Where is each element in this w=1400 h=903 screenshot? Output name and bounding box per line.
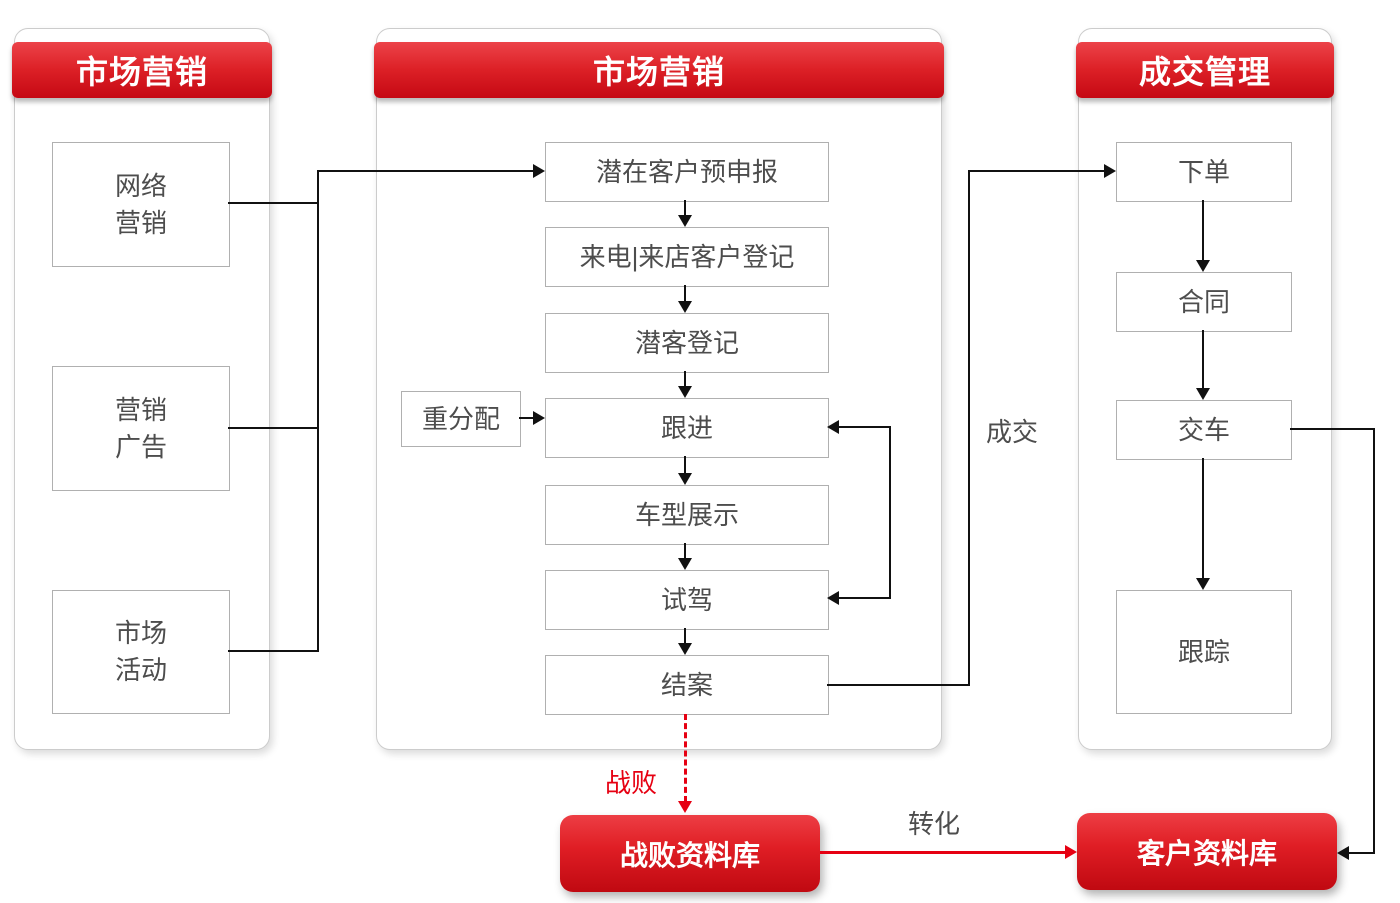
node-marketing-ads: 营销 广告 bbox=[52, 366, 230, 491]
connector-deal-vertical bbox=[968, 170, 970, 686]
node-model-show: 车型展示 bbox=[545, 485, 829, 545]
connector-ads-to-bus bbox=[228, 427, 318, 429]
node-prospect-predeclare: 潜在客户预申报 bbox=[545, 142, 829, 202]
node-call-visit-register: 来电|来店客户登记 bbox=[545, 227, 829, 287]
arrowhead-into-testdrive bbox=[827, 591, 839, 605]
arrowhead-r2 bbox=[1196, 260, 1210, 272]
node-place-order: 下单 bbox=[1116, 142, 1292, 202]
connector-deliver-vertical bbox=[1373, 428, 1375, 854]
connector-activity-to-bus bbox=[228, 650, 318, 652]
arrowhead-m2 bbox=[678, 215, 692, 227]
arrowhead-into-order bbox=[1104, 164, 1116, 178]
arrowhead-into-customer-db bbox=[1337, 846, 1349, 860]
node-close-case: 结案 bbox=[545, 655, 829, 715]
arrowhead-into-customer-db-red bbox=[1065, 845, 1077, 859]
connector-convert bbox=[820, 851, 1066, 854]
connector-lost-dashed bbox=[684, 714, 687, 802]
connector-m4-m5 bbox=[684, 456, 686, 474]
node-market-activity: 市场 活动 bbox=[52, 590, 230, 714]
connector-deliver-h bbox=[1290, 428, 1375, 430]
connector-network-to-bus bbox=[228, 202, 318, 204]
node-follow-up: 跟进 bbox=[545, 398, 829, 458]
panel-marketing-center: 市场营销 bbox=[374, 28, 944, 750]
connector-r3-r4 bbox=[1202, 458, 1204, 579]
connector-m3-m4 bbox=[684, 371, 686, 387]
node-customer-database: 客户资料库 bbox=[1077, 813, 1337, 890]
node-lost-database: 战败资料库 bbox=[560, 815, 820, 892]
arrowhead-into-followup bbox=[827, 420, 839, 434]
arrowhead-r4 bbox=[1196, 578, 1210, 590]
panel-marketing-center-header: 市场营销 bbox=[374, 42, 944, 98]
node-track: 跟踪 bbox=[1116, 590, 1292, 714]
arrowhead-into-lost-db bbox=[678, 801, 692, 813]
node-contract: 合同 bbox=[1116, 272, 1292, 332]
panel-marketing-left-header: 市场营销 bbox=[12, 42, 272, 98]
label-lost: 战败 bbox=[605, 768, 658, 798]
connector-m2-m3 bbox=[684, 285, 686, 302]
connector-r2-r3 bbox=[1202, 330, 1204, 389]
connector-m1-m2 bbox=[684, 200, 686, 216]
node-test-drive: 试驾 bbox=[545, 570, 829, 630]
arrowhead-m5 bbox=[678, 473, 692, 485]
connector-deliver-into-db bbox=[1349, 852, 1375, 854]
node-network-marketing: 网络 营销 bbox=[52, 142, 230, 267]
connector-left-bus-vertical bbox=[317, 170, 319, 652]
connector-feedback-vertical bbox=[889, 426, 891, 599]
connector-bus-to-predeclare bbox=[318, 170, 534, 172]
panel-deal-management-header: 成交管理 bbox=[1076, 42, 1334, 98]
arrowhead-reassign-into-followup bbox=[533, 411, 545, 425]
node-deliver-car: 交车 bbox=[1116, 400, 1292, 460]
connector-r1-r2 bbox=[1202, 200, 1204, 261]
connector-m6-m7 bbox=[684, 628, 686, 644]
connector-feedback-bottom bbox=[839, 597, 891, 599]
arrowhead-into-predeclare bbox=[533, 164, 545, 178]
arrowhead-m3 bbox=[678, 301, 692, 313]
arrowhead-m7 bbox=[678, 643, 692, 655]
connector-close-to-deal-h1 bbox=[827, 684, 970, 686]
arrowhead-m6 bbox=[678, 558, 692, 570]
connector-feedback-top bbox=[839, 426, 891, 428]
label-deal: 成交 bbox=[986, 417, 1039, 447]
connector-m5-m6 bbox=[684, 543, 686, 559]
connector-deal-h2 bbox=[970, 170, 1105, 172]
arrowhead-r3 bbox=[1196, 388, 1210, 400]
connector-reassign bbox=[519, 417, 534, 419]
node-reassign: 重分配 bbox=[401, 391, 521, 447]
node-prospect-register: 潜客登记 bbox=[545, 313, 829, 373]
arrowhead-m4 bbox=[678, 386, 692, 398]
label-convert: 转化 bbox=[908, 809, 961, 839]
